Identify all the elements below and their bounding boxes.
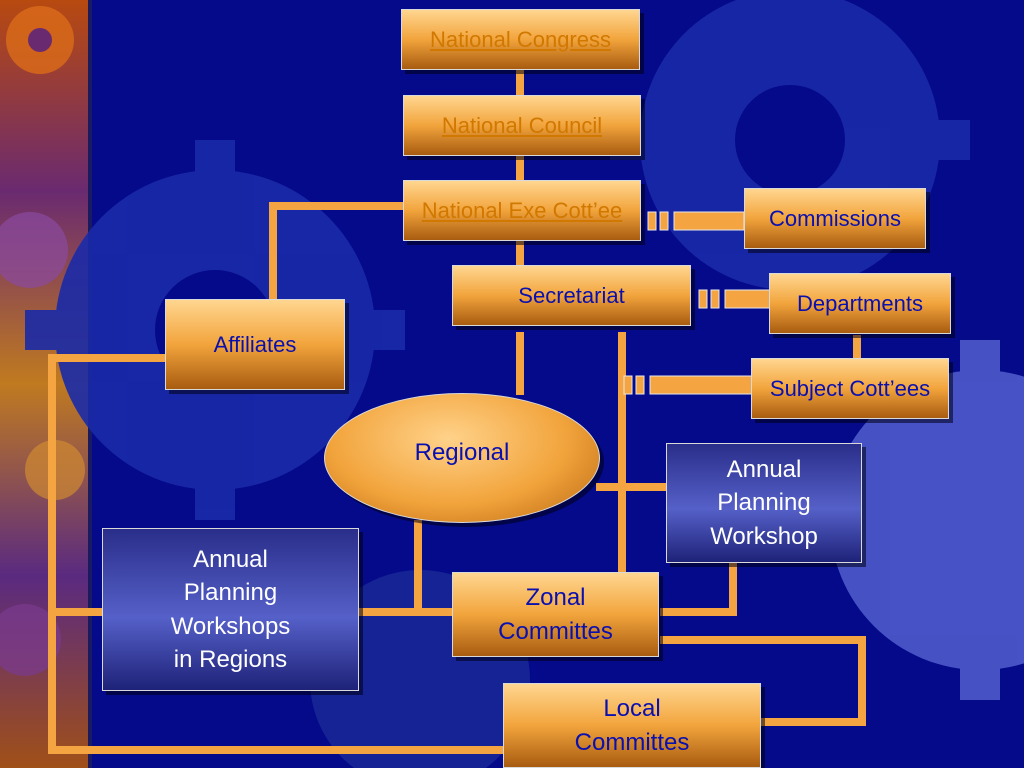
label-zonal-committes: Zonal Committes — [498, 583, 613, 645]
node-subject-cottees: Subject Cott’ees — [751, 358, 949, 419]
strip-gear-icon — [0, 212, 68, 288]
node-departments: Departments — [769, 273, 951, 334]
link-national-congress[interactable]: National Congress — [430, 26, 611, 52]
label-annual-planning-workshop: Annual Planning Workshop — [710, 456, 818, 550]
node-affiliates: Affiliates — [165, 299, 345, 390]
connector-affiliates-left — [48, 354, 505, 754]
node-national-exe-cottee[interactable]: National Exe Cott’ee — [403, 180, 641, 241]
label-local-committes: Local Committes — [574, 694, 690, 756]
label-commissions: Commissions — [768, 205, 902, 231]
node-secretariat: Secretariat — [452, 265, 691, 326]
link-national-council[interactable]: National Council — [441, 112, 603, 138]
connector-zonal-local — [660, 636, 866, 726]
link-national-exe-cottee[interactable]: National Exe Cott’ee — [421, 197, 623, 223]
label-secretariat: Secretariat — [518, 282, 625, 308]
node-commissions: Commissions — [744, 188, 926, 249]
node-annual-planning-workshop: Annual Planning Workshop — [666, 443, 862, 563]
connector-exe-affiliates — [269, 202, 404, 300]
node-regional: Regional — [324, 393, 600, 523]
node-national-congress[interactable]: National Congress — [401, 9, 640, 70]
label-regional: Regional — [414, 439, 510, 466]
node-national-council[interactable]: National Council — [403, 95, 641, 156]
label-affiliates: Affiliates — [213, 331, 297, 357]
label-subject-cottees: Subject Cott’ees — [769, 375, 931, 401]
node-annual-planning-workshops-in-regions: Annual Planning Workshops in Regions — [102, 528, 359, 691]
connector-zonal-workshop — [660, 562, 737, 616]
node-zonal-committes: Zonal Committes — [452, 572, 659, 657]
node-local-committes: Local Committes — [503, 683, 761, 768]
label-workshops-in-regions: Annual Planning Workshops in Regions — [170, 546, 291, 673]
label-departments: Departments — [797, 290, 923, 316]
